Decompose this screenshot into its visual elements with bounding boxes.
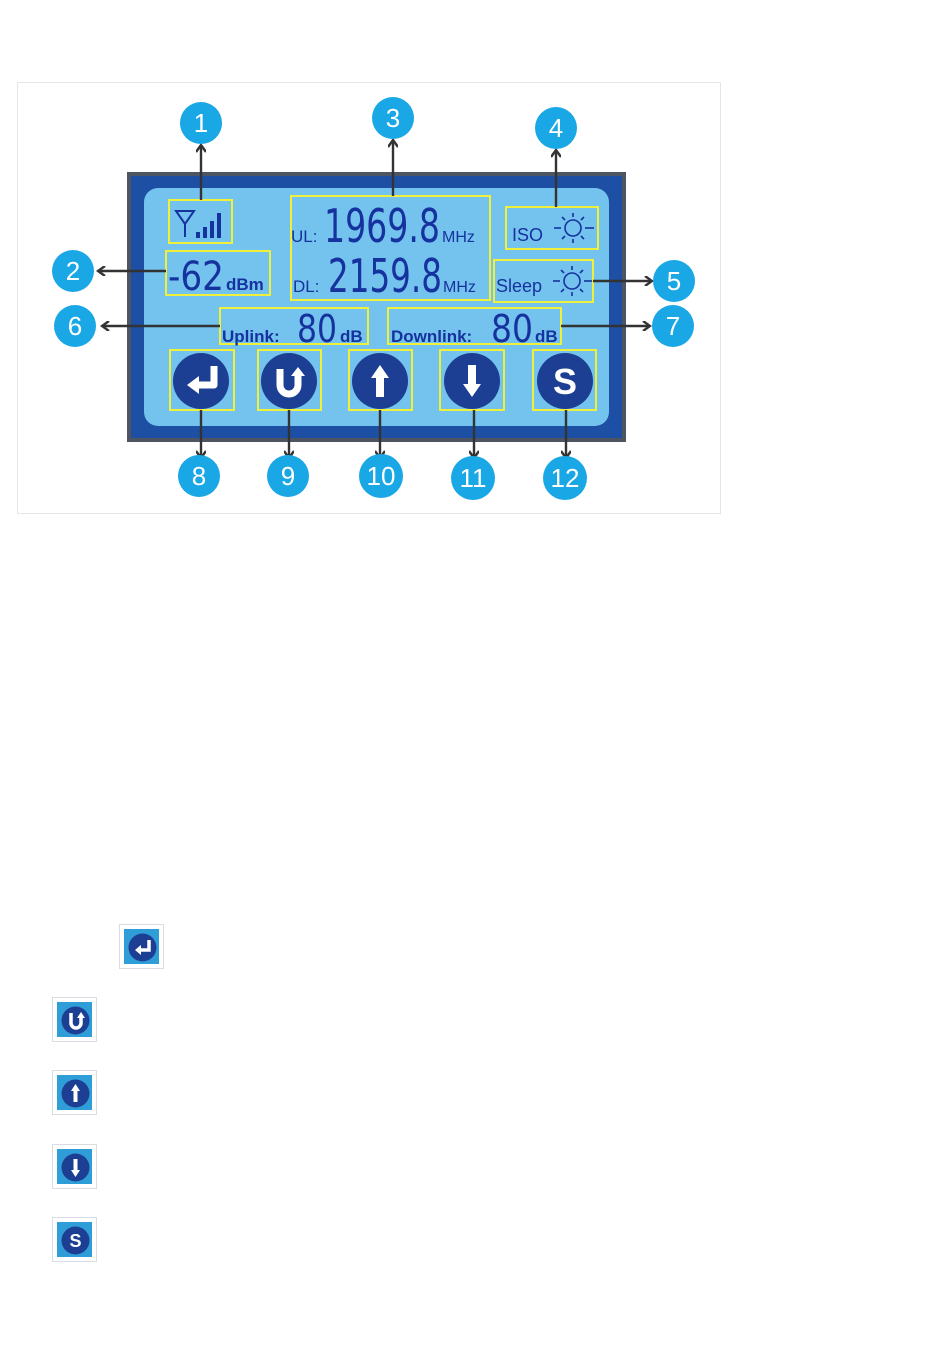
callout-7: 7 [652,305,694,347]
iso-label: ISO [512,225,543,245]
svg-text:11: 11 [460,463,487,493]
downlink-value: 80 [491,307,533,351]
dl-frequency-value: 2159.8 [328,249,442,303]
svg-text:12: 12 [551,463,580,493]
callout-3: 3 [372,97,414,139]
uplink-value: 80 [297,307,337,351]
down-button[interactable] [444,353,500,409]
callout-8: 8 [178,455,220,497]
lcd-diagram: -62 dBm UL: 1969.8 MHz DL: 2159.8 MHz IS… [17,82,721,514]
callout-11: 11 [451,456,495,500]
enter-button[interactable] [173,353,229,409]
callout-9: 9 [267,455,309,497]
svg-text:5: 5 [667,266,681,296]
s-letter-icon: S [69,1231,81,1251]
svg-text:6: 6 [68,311,82,341]
dl-unit: MHz [443,279,476,296]
callout-2: 2 [52,250,94,292]
legend-back-button [52,997,97,1042]
downlink-label: Downlink: [391,327,472,346]
up-button[interactable] [352,353,408,409]
callout-1: 1 [180,102,222,144]
legend-down-button [52,1144,97,1189]
s-letter-icon: S [553,361,577,402]
dl-label: DL: [293,277,319,296]
uplink-label: Uplink: [222,327,280,346]
back-button[interactable] [261,353,317,409]
svg-text:10: 10 [367,461,396,491]
uplink-unit: dB [340,327,363,346]
legend-set-button: S [52,1217,97,1262]
svg-text:1: 1 [194,108,208,138]
legend-up-button [52,1070,97,1115]
callout-5: 5 [653,260,695,302]
svg-text:2: 2 [66,256,80,286]
ul-unit: MHz [442,229,475,246]
signal-value: -62 [168,254,224,300]
ul-label: UL: [291,227,317,246]
sleep-label: Sleep [496,276,542,296]
svg-text:9: 9 [281,461,295,491]
svg-text:8: 8 [192,461,206,491]
svg-text:4: 4 [549,113,563,143]
callout-10: 10 [359,454,403,498]
legend-enter-button [119,924,164,969]
callout-4: 4 [535,107,577,149]
svg-text:3: 3 [386,103,400,133]
set-button[interactable]: S [537,353,593,409]
svg-text:7: 7 [666,311,680,341]
downlink-unit: dB [535,327,558,346]
signal-unit: dBm [226,275,264,294]
ul-frequency-value: 1969.8 [324,199,440,253]
callout-12: 12 [543,456,587,500]
callout-6: 6 [54,305,96,347]
